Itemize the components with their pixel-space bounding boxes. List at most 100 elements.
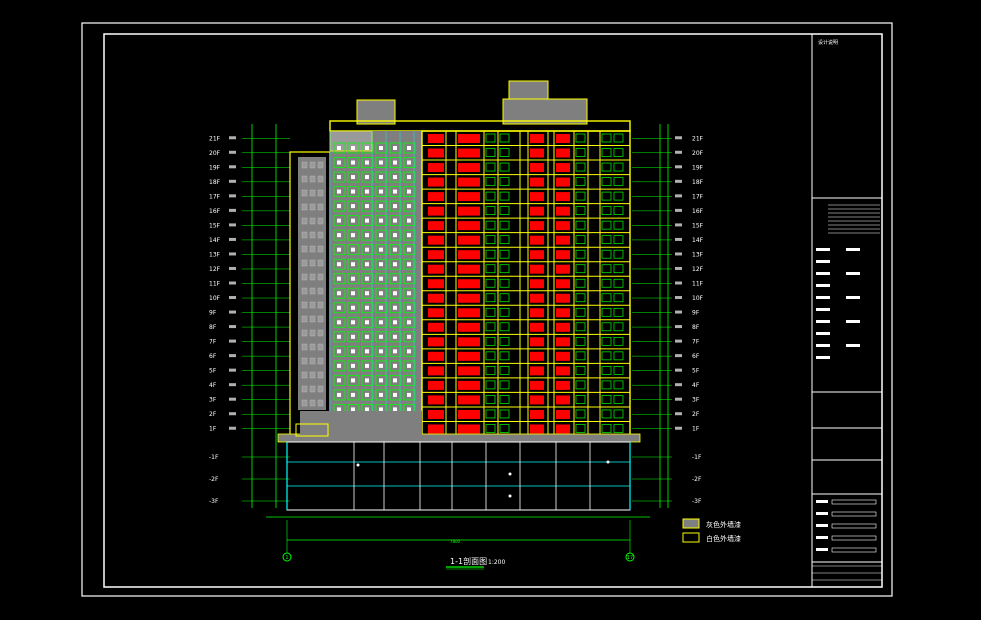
right-window xyxy=(499,206,510,215)
floor-label-right: 12F xyxy=(692,266,704,273)
main-window xyxy=(389,389,402,401)
elevation-tag-right xyxy=(675,165,682,169)
main-window-glass xyxy=(379,305,383,310)
right-window xyxy=(613,235,624,245)
elevation-tag-right xyxy=(675,354,682,358)
left-wing-window xyxy=(317,175,324,183)
main-window xyxy=(375,229,388,241)
right-window xyxy=(499,235,510,245)
main-window-glass xyxy=(393,233,397,238)
right-window xyxy=(613,322,624,332)
main-window-glass xyxy=(393,262,397,267)
main-window xyxy=(375,302,388,314)
right-window xyxy=(575,177,586,186)
right-window xyxy=(601,191,612,201)
balcony-red-a xyxy=(428,351,444,361)
floor-label-left: 11F xyxy=(209,281,221,288)
main-window xyxy=(347,244,360,256)
main-window-glass xyxy=(393,160,397,165)
main-window xyxy=(375,157,388,168)
main-window-glass xyxy=(351,262,355,267)
right-window xyxy=(601,278,612,288)
right-window xyxy=(575,322,586,332)
right-window xyxy=(601,148,612,157)
right-window xyxy=(601,177,612,186)
main-window-glass xyxy=(407,378,411,383)
basement-label-right: -2F xyxy=(692,476,702,483)
main-window-glass xyxy=(393,320,397,325)
right-window xyxy=(613,264,624,274)
balcony-red-c xyxy=(530,424,544,434)
floor-label-right: 17F xyxy=(692,193,704,200)
right-window xyxy=(613,293,624,303)
main-window-glass xyxy=(393,146,397,150)
balcony-red-c xyxy=(530,351,544,361)
elevation-tag-left xyxy=(229,383,236,387)
right-window xyxy=(613,249,624,259)
balcony-red-a xyxy=(428,409,444,419)
main-window xyxy=(361,157,374,168)
elevation-tag-left xyxy=(229,310,236,314)
left-wing-window xyxy=(309,203,316,211)
elevation-tag-left xyxy=(229,266,236,270)
main-window-glass xyxy=(351,189,355,194)
main-window xyxy=(375,273,388,285)
main-window xyxy=(361,215,374,227)
main-window xyxy=(375,316,388,328)
right-window xyxy=(485,409,496,419)
right-window xyxy=(613,424,624,433)
title-block-box xyxy=(831,547,877,553)
main-window xyxy=(403,229,416,241)
main-window xyxy=(361,171,374,183)
main-window-glass xyxy=(337,305,341,310)
balcony-red-a xyxy=(428,163,444,173)
overall-dimension: 7800 xyxy=(450,539,461,544)
main-window-glass xyxy=(393,218,397,223)
balcony-red-c xyxy=(530,409,544,419)
right-window xyxy=(601,162,612,172)
main-window-glass xyxy=(379,334,383,339)
left-wing-window xyxy=(301,217,308,225)
balcony-red-b xyxy=(458,148,480,158)
right-window xyxy=(575,351,586,361)
right-window xyxy=(499,148,510,157)
right-window xyxy=(613,395,624,404)
main-window-glass xyxy=(365,247,369,252)
main-window-glass xyxy=(407,320,411,325)
roof-machine-room xyxy=(502,98,588,125)
balcony-red-a xyxy=(428,395,444,405)
left-wing-window xyxy=(309,385,316,393)
main-window-glass xyxy=(365,262,369,267)
right-window xyxy=(601,380,612,390)
main-window xyxy=(333,244,346,256)
balcony-red-d xyxy=(556,235,570,245)
basement-label-left: -3F xyxy=(209,498,219,505)
main-window-glass xyxy=(379,407,383,412)
title-block-box xyxy=(831,499,877,505)
right-window xyxy=(499,293,510,303)
floor-label-right: 9F xyxy=(692,310,700,317)
main-window-glass xyxy=(393,392,397,397)
right-window xyxy=(613,133,624,143)
main-window xyxy=(403,258,416,270)
left-wing-window xyxy=(309,399,316,407)
main-window-glass xyxy=(365,218,369,223)
main-window-glass xyxy=(393,175,397,180)
left-wing-window xyxy=(317,217,324,225)
main-window-glass xyxy=(337,160,341,165)
main-window xyxy=(333,186,346,197)
main-window-glass xyxy=(379,392,383,397)
right-window xyxy=(601,366,612,375)
right-window xyxy=(485,148,496,157)
right-window xyxy=(613,336,624,346)
right-window xyxy=(575,293,586,303)
main-window-glass xyxy=(379,378,383,383)
main-window-glass xyxy=(407,233,411,238)
elevation-tag-left xyxy=(229,223,236,227)
elevation-tag-right xyxy=(675,150,682,154)
elevation-tag-left xyxy=(229,179,236,183)
main-window xyxy=(389,258,402,270)
right-window xyxy=(575,249,586,259)
floor-label-left: 20F xyxy=(209,150,221,157)
